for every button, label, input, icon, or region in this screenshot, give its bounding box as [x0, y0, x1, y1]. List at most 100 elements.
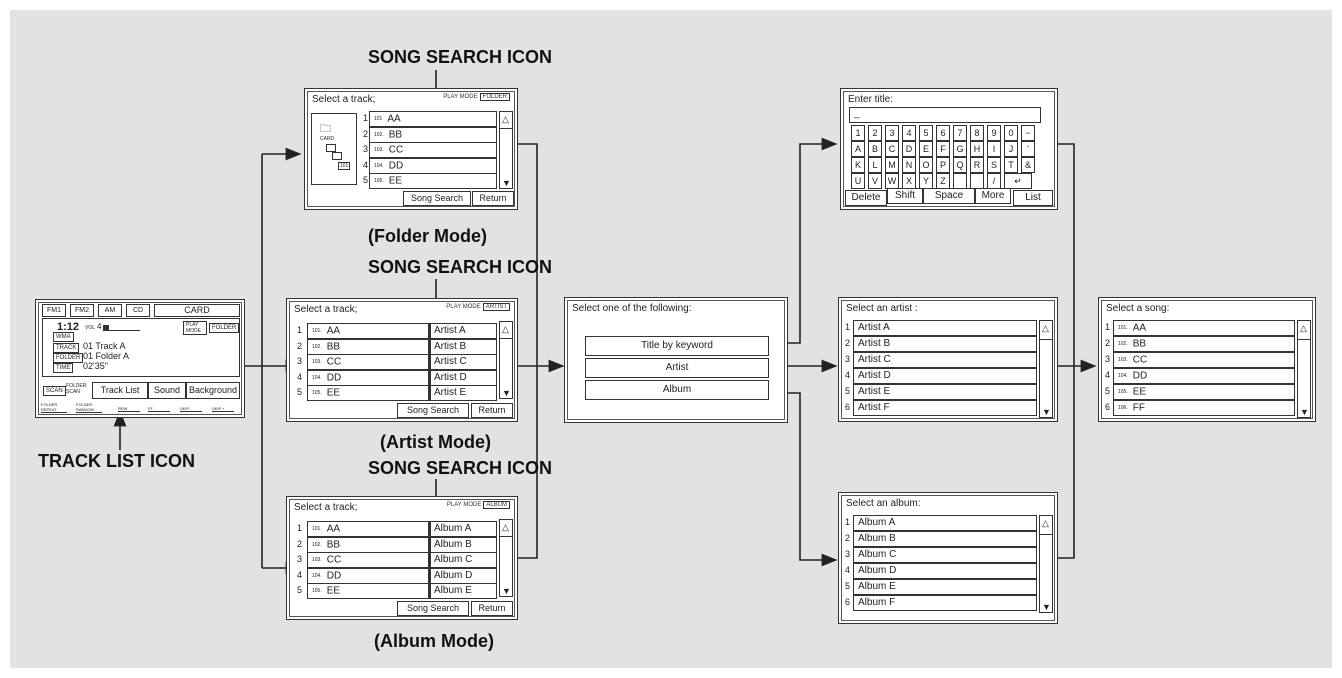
folder-tree[interactable]: 🗀 CARD 101: [311, 113, 357, 185]
key-button[interactable]: Q: [953, 157, 967, 173]
key-button[interactable]: 5: [919, 125, 933, 141]
key-button[interactable]: /: [987, 173, 1001, 189]
more-button[interactable]: More: [975, 188, 1011, 204]
triangle-up-icon[interactable]: △: [502, 324, 509, 334]
rew-button[interactable]: REW: [118, 406, 140, 412]
triangle-down-icon[interactable]: ▼: [502, 388, 511, 398]
triangle-down-icon[interactable]: ▼: [1042, 602, 1051, 612]
list-item[interactable]: Artist F: [853, 400, 1037, 416]
key-button[interactable]: S: [987, 157, 1001, 173]
scan-button[interactable]: SCAN: [43, 386, 66, 396]
key-button[interactable]: T: [1004, 157, 1018, 173]
scrollbar[interactable]: △ ▼: [1039, 515, 1053, 613]
tab-fm1[interactable]: FM1: [42, 304, 66, 317]
key-button[interactable]: A: [851, 141, 865, 157]
scrollbar[interactable]: △ ▼: [499, 111, 513, 189]
key-button[interactable]: V: [868, 173, 882, 189]
key-button[interactable]: N: [902, 157, 916, 173]
album-button[interactable]: Album: [585, 380, 769, 400]
key-button[interactable]: O: [919, 157, 933, 173]
scrollbar[interactable]: △ ▼: [499, 519, 513, 597]
list-item[interactable]: Artist E: [853, 384, 1037, 400]
list-item[interactable]: Album A: [853, 515, 1037, 531]
list-item[interactable]: Album D: [853, 563, 1037, 579]
track-row[interactable]: 102.BB: [369, 126, 497, 143]
key-button[interactable]: −: [1021, 125, 1035, 141]
triangle-down-icon[interactable]: ▼: [1300, 407, 1309, 417]
return-button[interactable]: Return: [472, 191, 514, 206]
key-button[interactable]: I: [987, 141, 1001, 157]
list-item[interactable]: Album F: [853, 595, 1037, 611]
delete-button[interactable]: Delete: [845, 190, 887, 206]
key-button[interactable]: H: [970, 141, 984, 157]
triangle-down-icon[interactable]: ▼: [1042, 407, 1051, 417]
track-row[interactable]: 103.CC: [1113, 352, 1295, 368]
key-button[interactable]: 2: [868, 125, 882, 141]
triangle-down-icon[interactable]: ▼: [502, 178, 511, 188]
key-button[interactable]: X: [902, 173, 916, 189]
key-button[interactable]: 1: [851, 125, 865, 141]
key-button[interactable]: K: [851, 157, 865, 173]
track-row[interactable]: 104.DD: [1113, 368, 1295, 384]
key-button[interactable]: 7: [953, 125, 967, 141]
song-search-button[interactable]: Song Search: [403, 191, 471, 206]
skip-plus-button[interactable]: SKIP +: [212, 406, 234, 412]
key-button[interactable]: Y: [919, 173, 933, 189]
shift-button[interactable]: Shift: [887, 188, 923, 204]
list-item[interactable]: Artist B: [853, 336, 1037, 352]
list-item[interactable]: Artist C: [853, 352, 1037, 368]
key-button[interactable]: [970, 173, 984, 189]
key-button[interactable]: R: [970, 157, 984, 173]
key-button[interactable]: Z: [936, 173, 950, 189]
list-item[interactable]: Artist A: [853, 320, 1037, 336]
triangle-up-icon[interactable]: △: [502, 522, 509, 532]
list-item[interactable]: Album C: [853, 547, 1037, 563]
key-button[interactable]: 3: [885, 125, 899, 141]
enter-icon[interactable]: ↵: [1004, 173, 1032, 189]
title-input[interactable]: _: [849, 107, 1041, 123]
triangle-up-icon[interactable]: △: [502, 114, 509, 124]
key-button[interactable]: P: [936, 157, 950, 173]
key-button[interactable]: C: [885, 141, 899, 157]
tab-cd[interactable]: CD: [126, 304, 150, 317]
key-button[interactable]: &: [1021, 157, 1035, 173]
key-button[interactable]: W: [885, 173, 899, 189]
folder-repeat-button[interactable]: FOLDER REPEAT: [41, 402, 67, 413]
track-row[interactable]: 101.AA: [1113, 320, 1295, 336]
track-row[interactable]: 104.DD: [369, 157, 497, 174]
key-button[interactable]: 6: [936, 125, 950, 141]
title-by-keyword-button[interactable]: Title by keyword: [585, 336, 769, 356]
key-button[interactable]: L: [868, 157, 882, 173]
folder-random-button[interactable]: FOLDER RANDOM: [76, 402, 102, 413]
space-button[interactable]: Space: [923, 188, 975, 204]
triangle-up-icon[interactable]: △: [1042, 518, 1049, 528]
key-button[interactable]: U: [851, 173, 865, 189]
key-button[interactable]: ': [1021, 141, 1035, 157]
scrollbar[interactable]: △ ▼: [499, 321, 513, 399]
list-item[interactable]: Artist D: [853, 368, 1037, 384]
background-button[interactable]: Background: [186, 382, 240, 399]
song-search-button[interactable]: Song Search: [397, 403, 469, 418]
skip-minus-button[interactable]: SKIP -: [180, 406, 202, 412]
key-button[interactable]: 9: [987, 125, 1001, 141]
play-mode-value[interactable]: ARTIST: [482, 303, 510, 311]
triangle-up-icon[interactable]: △: [1042, 323, 1049, 333]
track-list-button[interactable]: Track List: [92, 382, 148, 399]
key-button[interactable]: M: [885, 157, 899, 173]
track-row[interactable]: 105.EE: [369, 173, 497, 189]
tab-fm2[interactable]: FM2: [70, 304, 94, 317]
track-row[interactable]: 105.EE: [1113, 384, 1295, 400]
ff-button[interactable]: FF: [148, 406, 170, 412]
song-search-button[interactable]: Song Search: [397, 601, 469, 616]
triangle-up-icon[interactable]: △: [1300, 323, 1307, 333]
track-row[interactable]: 102.BB: [1113, 336, 1295, 352]
sound-button[interactable]: Sound: [148, 382, 186, 399]
artist-button[interactable]: Artist: [585, 358, 769, 378]
play-mode-button[interactable]: PLAY MODE: [183, 321, 207, 335]
